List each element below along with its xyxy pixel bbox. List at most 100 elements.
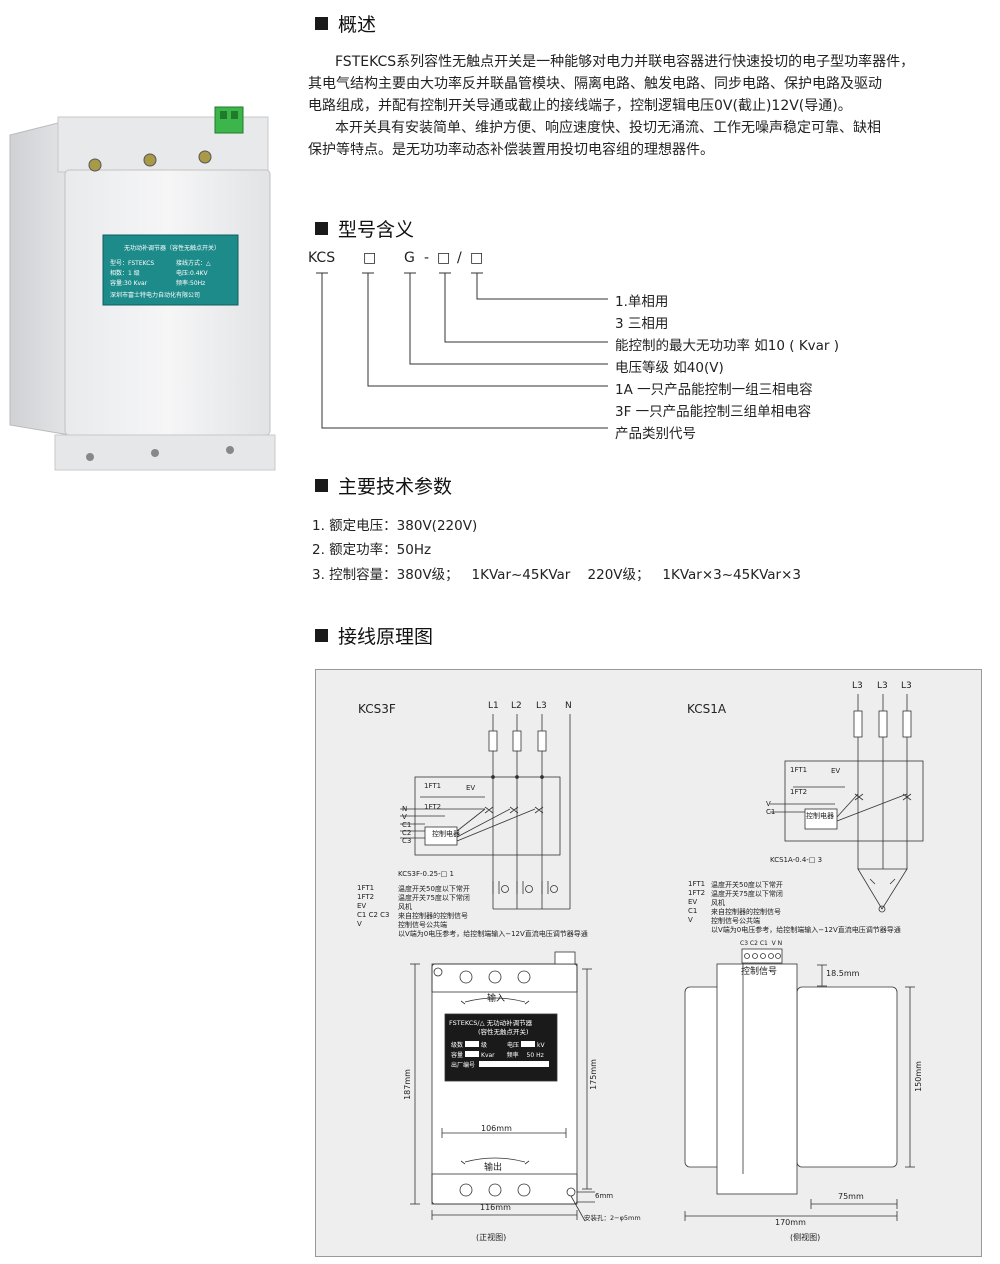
front-plate-row2: 容量 Kvar 频率 50 Hz: [451, 1050, 544, 1059]
plate-r1c: 电压: [506, 1042, 519, 1049]
kcs3f-legend-val-6: 以V端为0电压参考，给控制端输入−12V直流电压调节器导通: [398, 930, 588, 938]
front-dim-187: 187mm: [402, 1069, 412, 1100]
front-plate-row1: 级数 级 电压 kV: [451, 1040, 545, 1049]
circuit-schematics: [400, 694, 924, 1222]
kcs3f-term-c2: C2: [402, 829, 412, 837]
front-input-label: 输入: [487, 994, 506, 1004]
kcs1a-legend-key-4: C1: [688, 907, 698, 915]
kcs1a-legend-val-2: 温度开关75度以下常闭: [711, 890, 783, 898]
kcs1a-legend-val-3: 风机: [711, 899, 725, 907]
line-label-r3: L3: [901, 681, 912, 691]
kcs3f-legend-key-4: C1 C2 C3: [357, 911, 390, 919]
model-bracket-lines: [316, 272, 608, 429]
overview-line: 本开关具有安装简单、维护方便、响应速度快、投切无涌流、工作无噪声稳定可靠、缺相: [335, 120, 881, 136]
overview-line: FSTEKCS系列容性无触点开关是一种能够对电力并联电容器进行快速投切的电子型功…: [335, 54, 915, 70]
spec-item-3: 3. 控制容量：380V级； 1KVar~45KVar 220V级； 1KVar…: [312, 567, 801, 583]
plate-blank: [465, 1051, 480, 1057]
model-title: 型号含义: [338, 219, 415, 241]
model-item-3: 能控制的最大无功功率 如10 ( Kvar ): [615, 338, 840, 354]
heading-square-icon: [315, 629, 328, 642]
plate-r1d: kV: [536, 1042, 545, 1049]
plate-r2e: Hz: [536, 1052, 544, 1059]
product-label-voltage: 电压:0.4KV: [176, 270, 208, 277]
model-code-slash: /: [457, 250, 462, 266]
plate-r2d: 50: [526, 1052, 535, 1059]
overview-heading: 概述: [315, 10, 376, 37]
kcs3f-legend-key-2: 1FT2: [357, 893, 375, 901]
kcs1a-legend-key-2: 1FT2: [688, 889, 706, 897]
model-code-box2: □: [437, 250, 451, 266]
front-output-label: 输出: [484, 1163, 503, 1173]
kcs3f-legend-key-3: EV: [357, 902, 367, 910]
product-label-maker: 深圳市富士特电力自动化有限公司: [110, 292, 201, 299]
side-ctrl-signal: 控制信号: [741, 967, 778, 977]
kcs1a-title: KCS1A: [687, 702, 727, 716]
kcs1a-ft1: 1FT1: [790, 766, 808, 774]
model-item-7: 产品类别代号: [615, 426, 696, 442]
kcs3f-title: KCS3F: [358, 702, 396, 716]
front-plate-title: FSTEKCS/△ 无功动补调节器: [449, 1017, 532, 1027]
specs-title: 主要技术参数: [338, 476, 453, 498]
kcs3f-ft1: 1FT1: [424, 782, 442, 790]
kcs1a-ft2: 1FT2: [790, 788, 808, 796]
kcs3f-term-v: V: [402, 813, 407, 821]
kcs1a-model: KCS1A-0.4-□ 3: [770, 856, 823, 864]
line-label-r2: L3: [877, 681, 888, 691]
plate-r1b: 级: [481, 1042, 488, 1049]
product-label-title: 无功动补调节器（容性无触点开关）: [123, 245, 220, 252]
kcs3f-legend-val-3: 风机: [398, 903, 412, 911]
model-item-1: 1.单相用: [615, 294, 669, 310]
product-label-wiring: 接线方式：△: [176, 260, 211, 267]
kcs1a-term-c1: C1: [766, 808, 776, 816]
kcs3f-term-n: N: [402, 805, 408, 813]
line-label-l3: L3: [536, 701, 547, 711]
product-label-model: 型号：FSTEKCS: [110, 260, 155, 267]
model-code-box3: □: [470, 250, 484, 266]
heading-square-icon: [315, 222, 328, 235]
kcs3f-model: KCS3F-0.25-□ 1: [398, 870, 454, 878]
model-code-g: G: [404, 250, 415, 266]
kcs3f-legend-val-5: 控制信号公共端: [398, 921, 447, 929]
kcs1a-ev: EV: [831, 767, 841, 775]
front-caption: (正视图): [476, 1233, 507, 1242]
kcs1a-legend-key-3: EV: [688, 898, 698, 906]
side-dim-170: 170mm: [775, 1218, 806, 1227]
kcs3f-legend-val-1: 温度开关50度以下常开: [398, 885, 470, 893]
overview-line: 其电气结构主要由大功率反并联晶管模块、隔离电路、触发电路、同步电路、保护电路及驱…: [308, 76, 882, 92]
heading-square-icon: [315, 479, 328, 492]
plate-r2b: Kvar: [481, 1052, 495, 1059]
model-code-kcs: KCS: [308, 250, 336, 266]
side-dim-18: 18.5mm: [826, 969, 860, 978]
plate-blank: [520, 1041, 535, 1047]
front-holes: 安装孔：2−φ5mm: [584, 1214, 641, 1222]
kcs3f-legend-val-4: 来自控制器的控制信号: [398, 912, 468, 920]
kcs1a-legend-val-1: 温度开关50度以下常开: [711, 881, 783, 889]
overview-line: 保护等特点。是无功功率动态补偿装置用投切电容组的理想器件。: [308, 142, 714, 158]
front-dim-6: 6mm: [595, 1192, 614, 1200]
overview-line: 电路组成，并配有控制开关导通或截止的接线端子，控制逻辑电压0V(截止)12V(导…: [308, 98, 852, 114]
plate-r3a: 出厂编号: [451, 1062, 476, 1069]
model-item-6: 3F 一只产品能控制三组单相电容: [615, 404, 812, 420]
line-label-r1: L3: [852, 681, 863, 691]
plate-blank: [479, 1061, 550, 1067]
line-label-n: N: [565, 701, 572, 711]
product-label-freq: 频率:50Hz: [176, 280, 206, 287]
plate-r1a: 级数: [451, 1042, 464, 1049]
model-code-dash: -: [424, 250, 430, 266]
side-dim-75: 75mm: [838, 1192, 864, 1201]
kcs1a-legend-key-5: V: [688, 916, 693, 924]
model-item-2: 3 三相用: [615, 316, 669, 332]
plate-blank: [465, 1041, 480, 1047]
spec-item-2: 2. 额定功率：50Hz: [312, 542, 432, 558]
side-dim-150: 150mm: [913, 1061, 923, 1092]
plate-title-2: /△ 无功动补调节器: [477, 1019, 533, 1027]
plate-r2a: 容量: [451, 1052, 464, 1059]
wiring-title: 接线原理图: [338, 626, 434, 648]
kcs3f-ev: EV: [466, 784, 476, 792]
kcs1a-term-v: V: [766, 800, 771, 808]
plate-r2c: 频率: [506, 1052, 519, 1059]
specs-heading: 主要技术参数: [315, 472, 452, 499]
kcs1a-legend-key-1: 1FT1: [688, 880, 706, 888]
spec-item-1: 1. 额定电压：380V(220V): [312, 518, 478, 534]
kcs3f-legend-key-1: 1FT1: [357, 884, 375, 892]
